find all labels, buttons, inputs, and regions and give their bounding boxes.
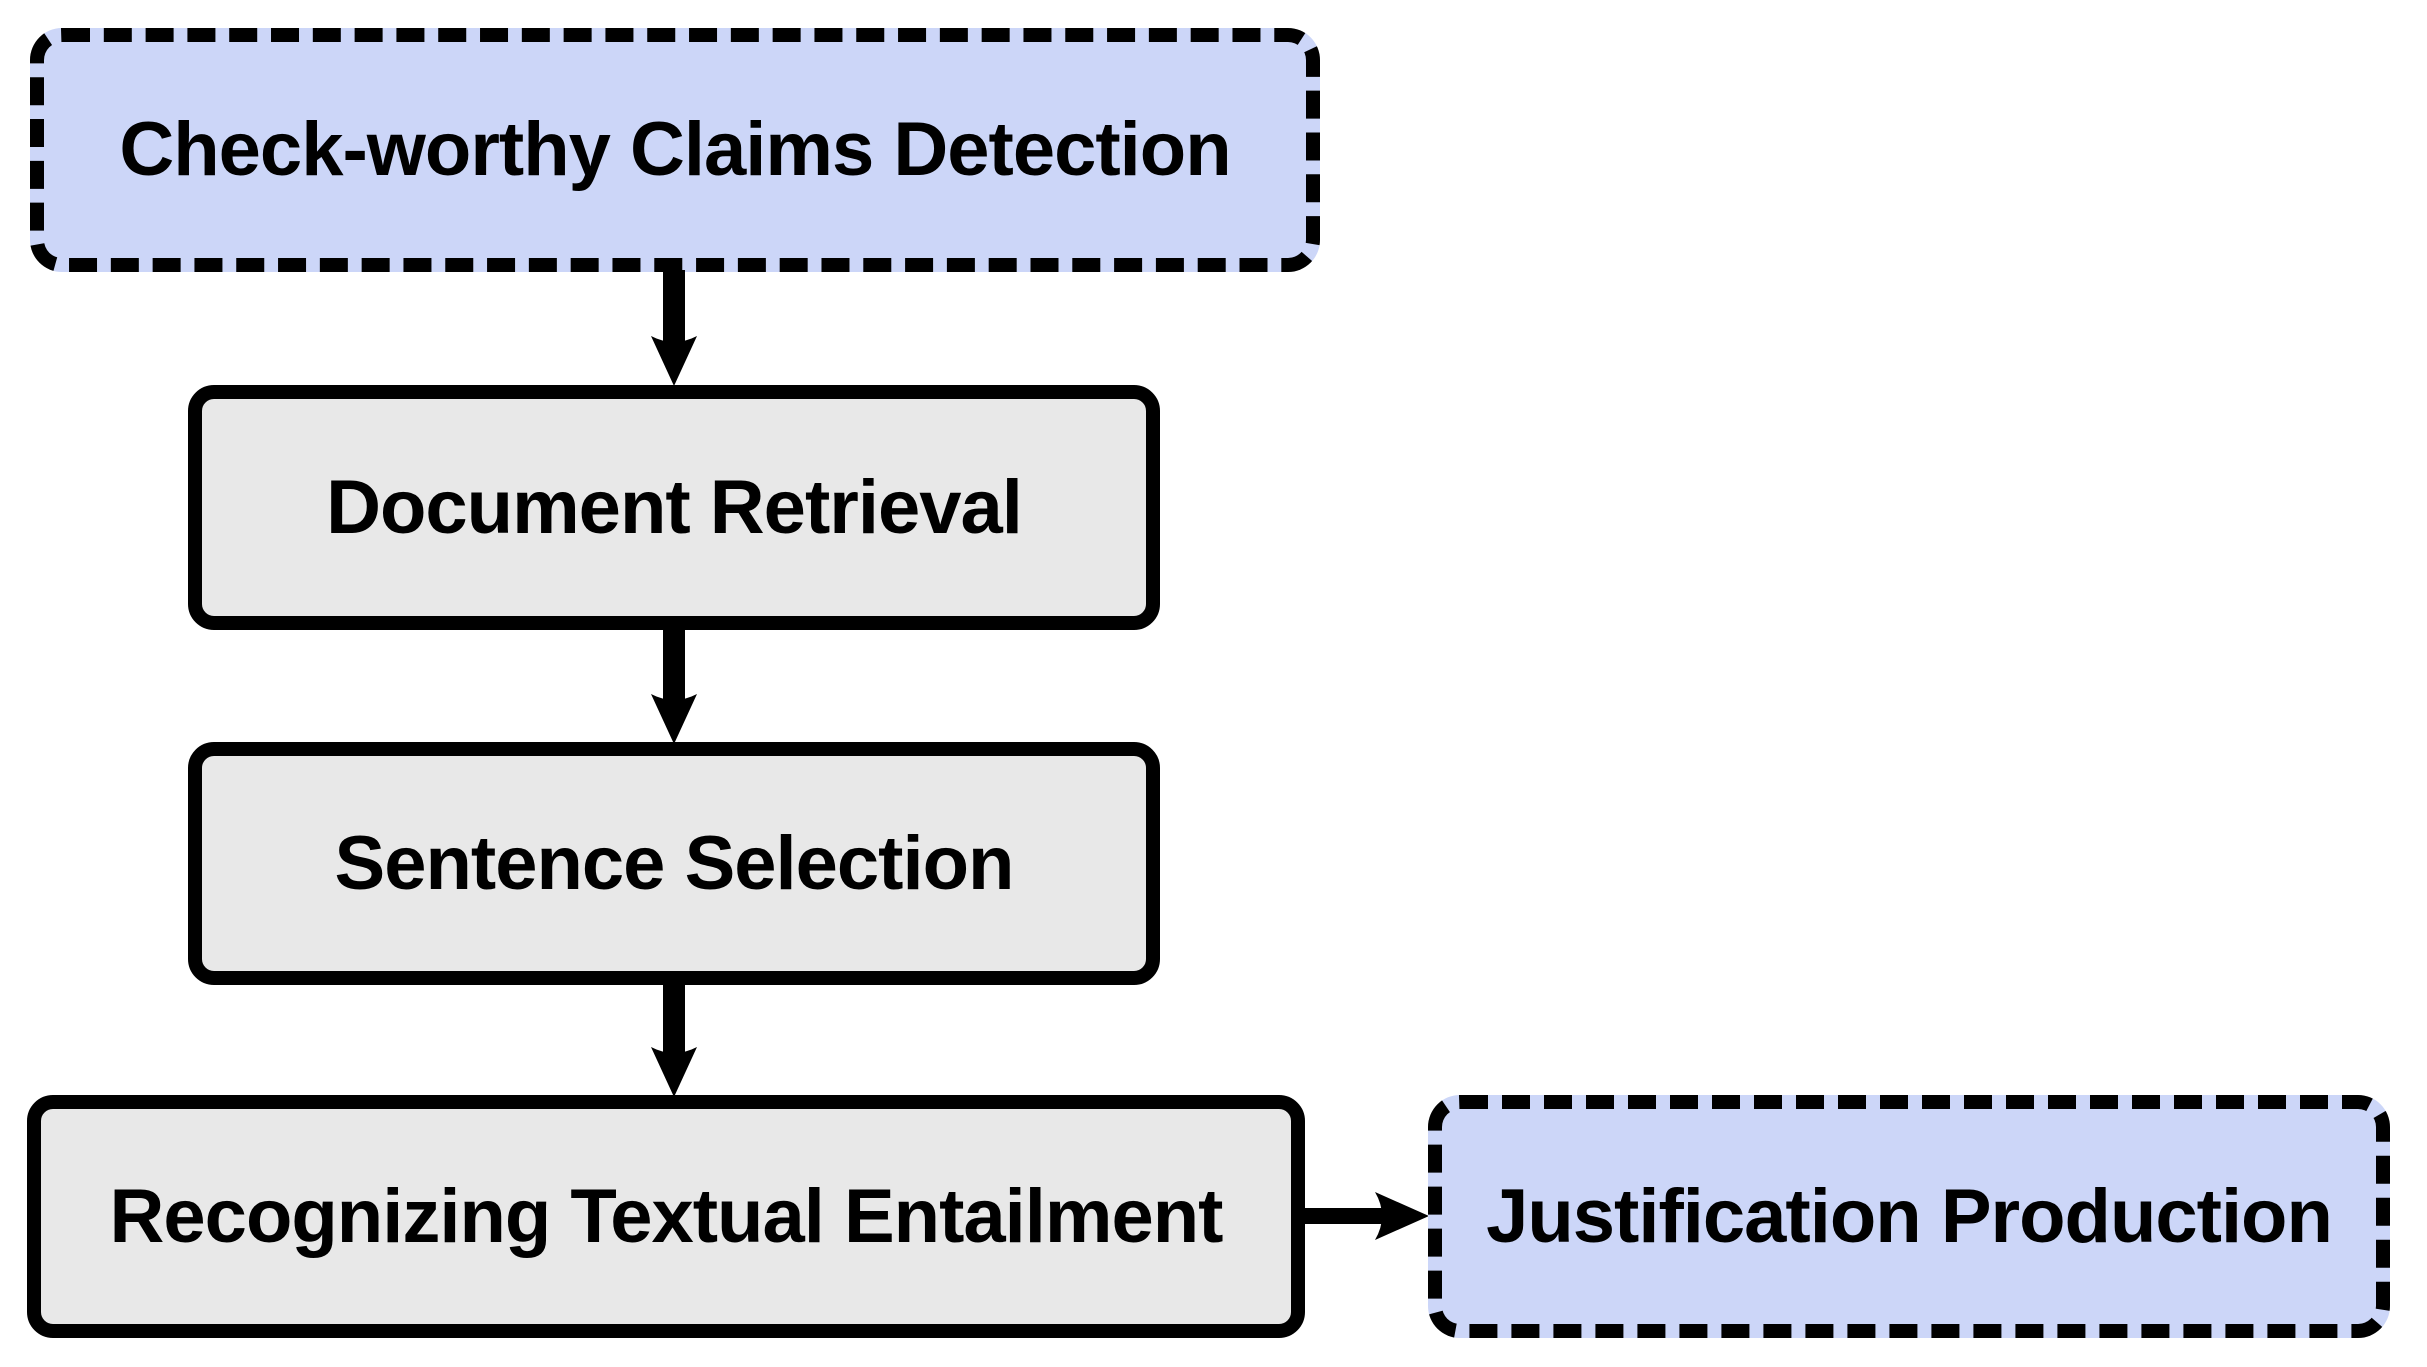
arrow-down-icon: [651, 270, 697, 386]
node-label-recognizing-textual-entailment: Recognizing Textual Entailment: [109, 1173, 1224, 1259]
arrow-down-icon: [651, 983, 697, 1097]
node-check-worthy-claims-detection: Check-worthy Claims Detection: [30, 28, 1320, 272]
node-recognizing-textual-entailment: Recognizing Textual Entailment: [27, 1095, 1305, 1338]
arrow-right-icon: [1303, 1192, 1429, 1240]
node-label-justification-production: Justification Production: [1486, 1173, 2333, 1259]
node-sentence-selection: Sentence Selection: [188, 742, 1160, 985]
node-label-sentence-selection: Sentence Selection: [334, 820, 1015, 906]
arrow-down-icon: [651, 628, 697, 744]
node-justification-production: Justification Production: [1428, 1095, 2390, 1338]
node-label-document-retrieval: Document Retrieval: [326, 464, 1023, 550]
node-document-retrieval: Document Retrieval: [188, 385, 1160, 630]
node-label-check-worthy-claims-detection: Check-worthy Claims Detection: [119, 107, 1231, 193]
